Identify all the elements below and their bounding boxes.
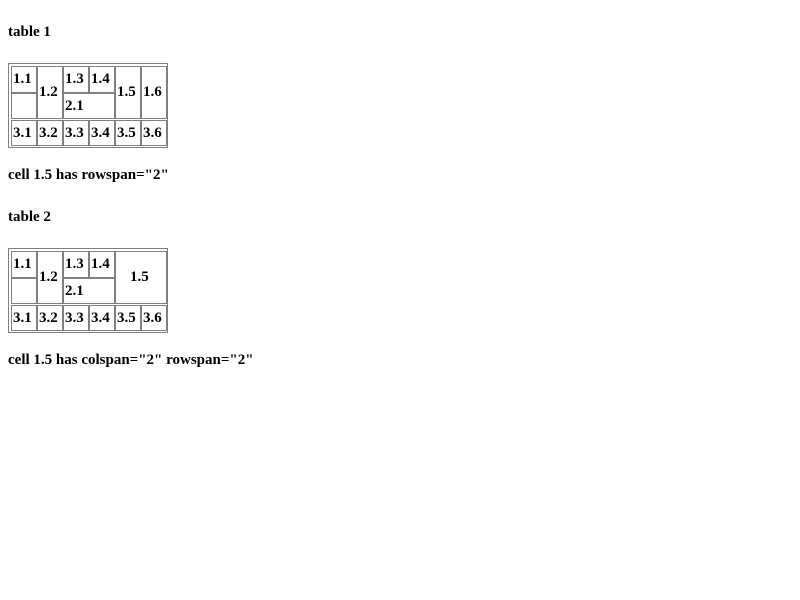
table-1-heading: table 1: [8, 24, 51, 40]
table-2-cell-1-5: 1.5: [130, 269, 149, 285]
table-1-cell-1-3: 1.3: [65, 71, 84, 87]
table-2-cell-1-4: 1.4: [91, 256, 110, 272]
table-2-caption: cell 1.5 has colspan="2" rowspan="2": [8, 352, 254, 368]
table-1-cell-3-2: 3.2: [39, 125, 58, 141]
table-1-cell-1-2: 1.2: [39, 84, 58, 100]
table-1-cell-3-5: 3.5: [117, 125, 136, 141]
table-1-cell-3-4: 3.4: [91, 125, 110, 141]
table-2-cell-1-4-box: [89, 251, 115, 278]
table-1-cell-3-5-box: [115, 120, 141, 146]
table-1-cell-2-1-box: [63, 93, 115, 119]
table-2-cell-3-6-box: [141, 305, 167, 331]
table-2-cell-3-1-box: [11, 305, 37, 331]
table-2-empty-cell: [11, 278, 37, 304]
table-2-cell-1-2-box: [37, 251, 63, 304]
table-1-cell-3-3-box: [63, 120, 89, 146]
table-1-cell-1-1-box: [11, 66, 37, 93]
table-1-cell-2-1: 2.1: [65, 98, 84, 114]
table-2-cell-1-2: 1.2: [39, 269, 58, 285]
table-2-cell-3-2-box: [37, 305, 63, 331]
table-2-cell-2-1: 2.1: [65, 283, 84, 299]
table-2-cell-3-3: 3.3: [65, 310, 84, 326]
table-2-cell-1-3: 1.3: [65, 256, 84, 272]
table-1-cell-3-1: 3.1: [13, 125, 32, 141]
table-1-cell-1-4: 1.4: [91, 71, 110, 87]
table-2-heading: table 2: [8, 209, 51, 225]
table-2-cell-3-1: 3.1: [13, 310, 32, 326]
table-2-cell-2-1-box: [63, 278, 115, 304]
table-1-cell-1-2-box: [37, 66, 63, 119]
table-2-cell-3-4: 3.4: [91, 310, 110, 326]
table-2-cell-1-1: 1.1: [13, 256, 32, 272]
table-2-cell-3-4-box: [89, 305, 115, 331]
table-1-cell-1-6: 1.6: [143, 84, 162, 100]
table-2-cell-3-2: 3.2: [39, 310, 58, 326]
table-1-cell-3-3: 3.3: [65, 125, 84, 141]
table-1: 1.1 1.2 1.3 1.4 1.5 1.6 2.1 3.1 3.2 3.3 …: [8, 63, 168, 148]
table-1-cell-3-4-box: [89, 120, 115, 146]
table-2-cell-1-1-box: [11, 251, 37, 278]
table-2-cell-3-5: 3.5: [117, 310, 136, 326]
table-2-cell-3-5-box: [115, 305, 141, 331]
table-1-cell-3-6-box: [141, 120, 167, 146]
table-1-cell-1-1: 1.1: [13, 71, 32, 87]
table-1-cell-1-5-box: [115, 66, 141, 119]
table-1-cell-1-3-box: [63, 66, 89, 93]
table-2-cell-3-3-box: [63, 305, 89, 331]
table-2: 1.1 1.2 1.3 1.4 1.5 2.1 3.1 3.2 3.3 3.4 …: [8, 248, 168, 333]
table-1-empty-cell: [11, 93, 37, 119]
table-1-caption: cell 1.5 has rowspan="2": [8, 167, 169, 183]
table-2-cell-3-6: 3.6: [143, 310, 162, 326]
table-1-cell-1-6-box: [141, 66, 167, 119]
table-1-cell-3-1-box: [11, 120, 37, 146]
table-2-cell-1-3-box: [63, 251, 89, 278]
table-1-cell-3-6: 3.6: [143, 125, 162, 141]
table-1-cell-3-2-box: [37, 120, 63, 146]
table-1-cell-1-4-box: [89, 66, 115, 93]
table-2-cell-1-5-box: [115, 251, 167, 304]
table-1-cell-1-5: 1.5: [117, 84, 136, 100]
